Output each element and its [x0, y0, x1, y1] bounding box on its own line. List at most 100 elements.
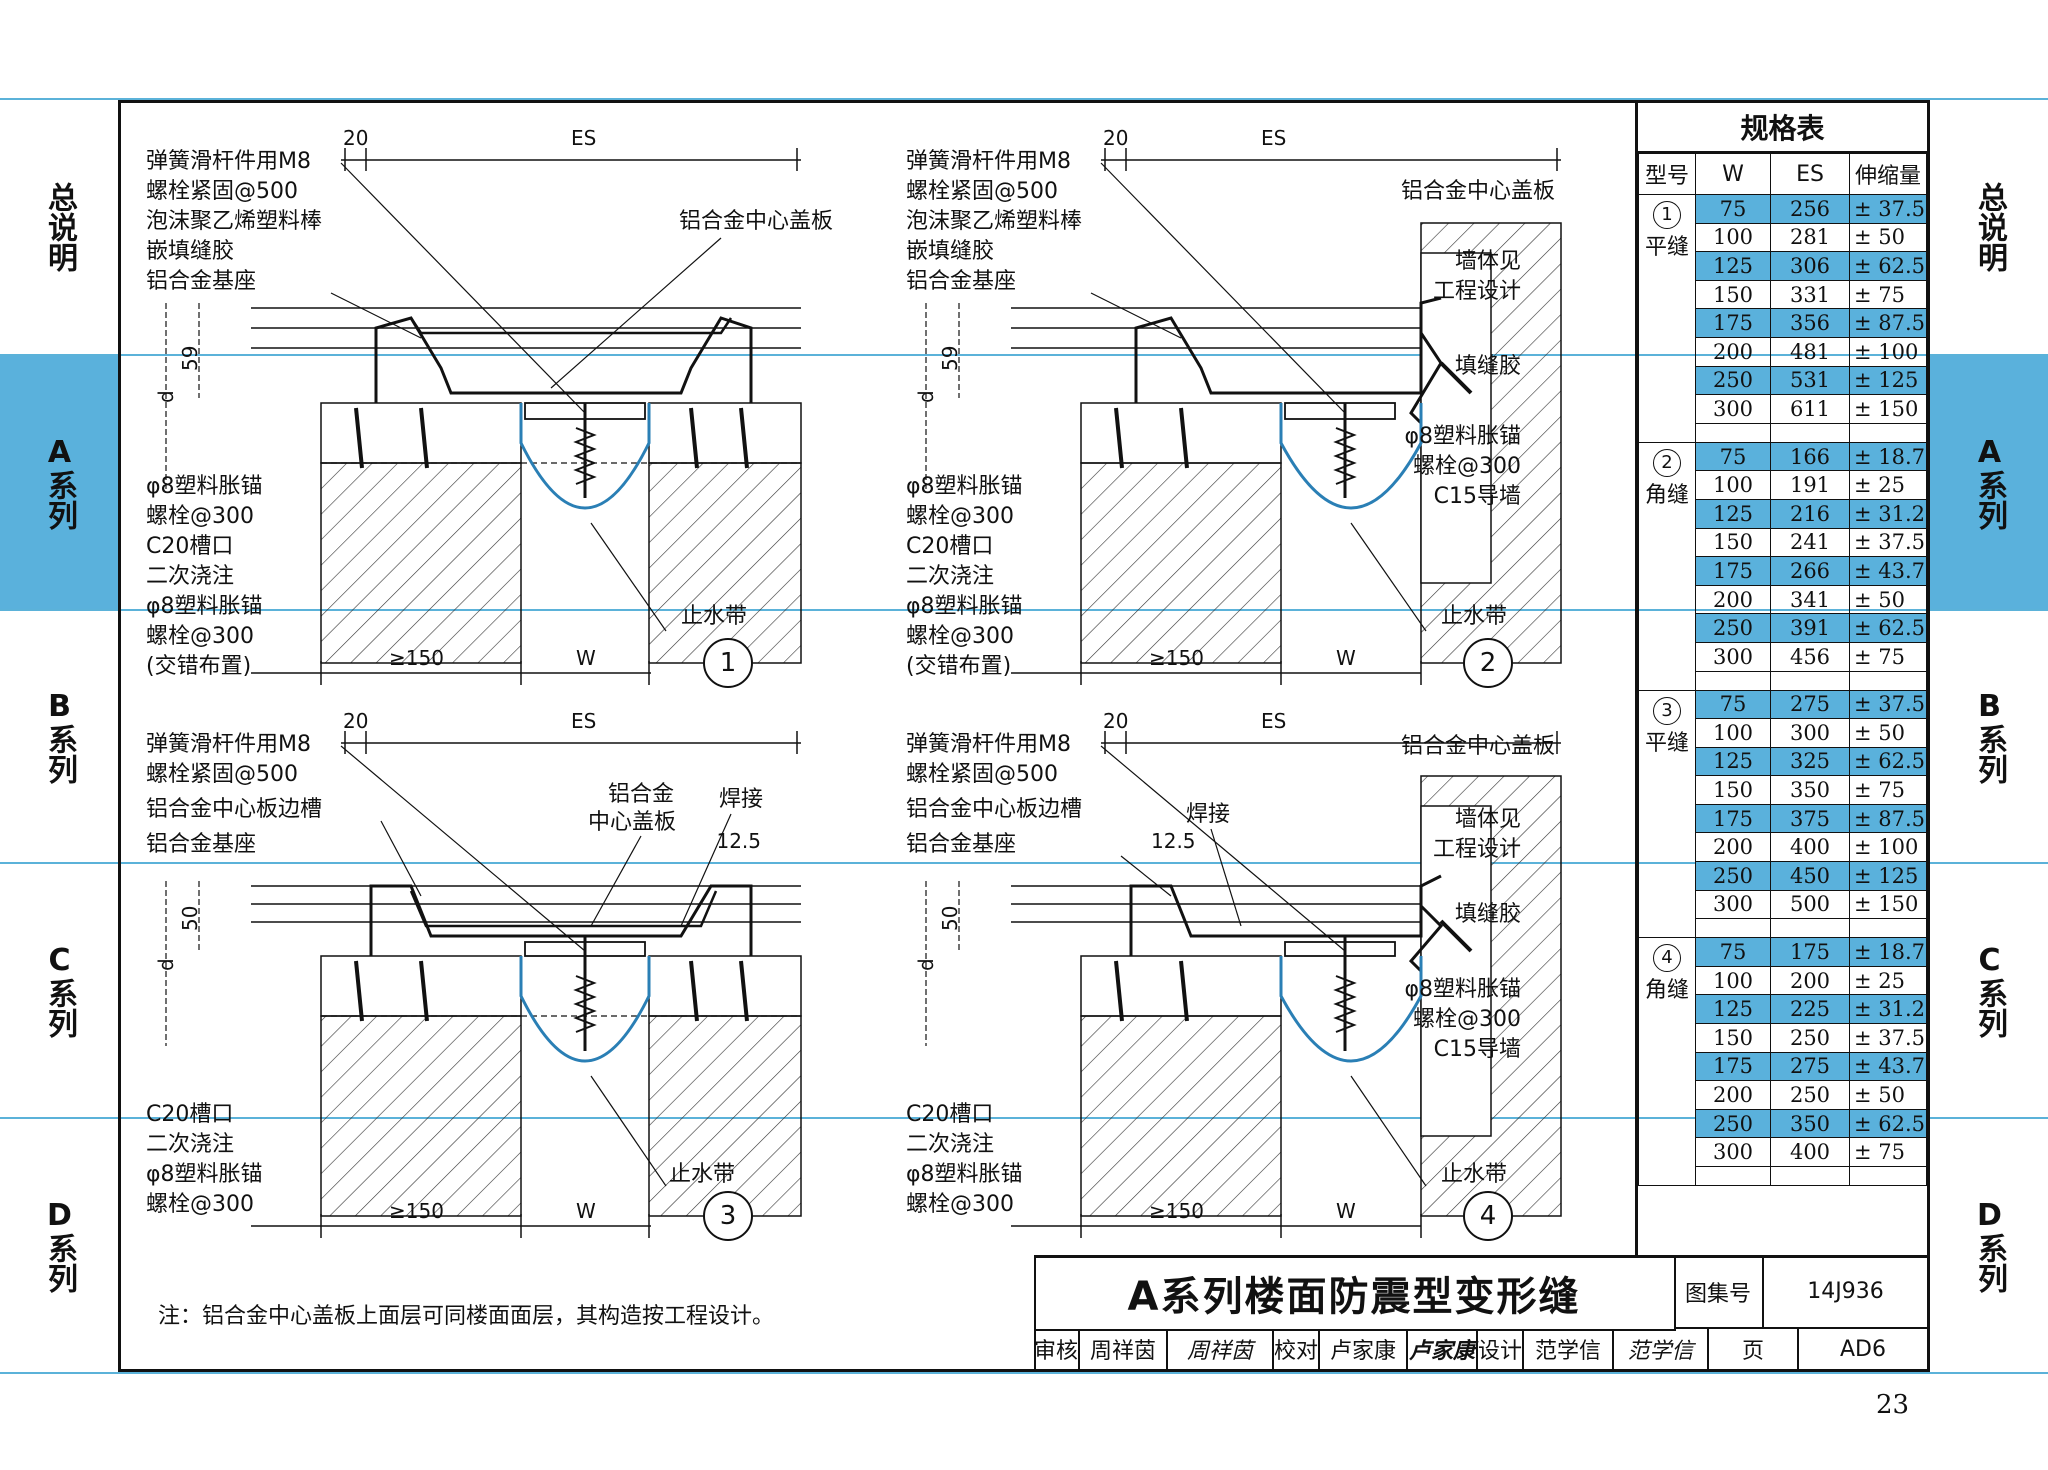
cell-w: 250: [1695, 861, 1771, 891]
table-spacer-row: [1639, 670, 1927, 691]
cell-es: 400: [1770, 832, 1850, 863]
label-anchor: φ8塑料胀锚: [146, 1162, 263, 1187]
label-c15-wall: C15导墙: [1434, 484, 1521, 509]
cell-es: 191: [1770, 470, 1850, 500]
tab-b-series[interactable]: B系列: [0, 611, 118, 862]
cell-stretch: ± 62.5: [1849, 1108, 1927, 1139]
detail-number: 4: [1480, 1201, 1497, 1231]
label-bolt: 螺栓@300: [906, 504, 1014, 529]
type-label: 角缝: [1644, 482, 1689, 508]
cell-es: 216: [1770, 498, 1850, 529]
footnote: 注：铝合金中心盖板上面层可同楼面面层，其构造按工程设计。: [158, 1304, 775, 1329]
dim-150: ≥150: [1149, 646, 1204, 670]
detail-2: 20 ES d 59 ≥150 W 弹簧滑杆件用M8 螺栓紧固@500 泡沫聚乙…: [906, 126, 1562, 688]
cell-w: 250: [1695, 365, 1771, 396]
cell-stretch: ± 50: [1849, 718, 1927, 748]
cell-stretch: ± 75: [1849, 279, 1927, 310]
dim-d: d: [154, 958, 178, 971]
cell-es: 611: [1770, 394, 1850, 424]
label-staggered: (交错布置): [906, 654, 1011, 679]
cell-es: 375: [1770, 803, 1850, 834]
cell-es: 325: [1770, 746, 1850, 777]
tab-label: C系列: [1972, 943, 2007, 1038]
page-number: 23: [1876, 1390, 1910, 1420]
label-bolt-2: 螺栓@300: [146, 624, 254, 649]
label-anchor: φ8塑料胀锚: [146, 474, 263, 499]
label-sealant: 嵌填缝胶: [146, 239, 234, 264]
cell-stretch: ± 62.5: [1849, 613, 1927, 643]
label-bolt: 螺栓@300: [906, 1192, 1014, 1217]
cell-stretch: ± 31.2: [1849, 498, 1927, 529]
detail-number: 3: [720, 1201, 737, 1231]
cell-w: 125: [1695, 498, 1771, 529]
cell-w: 200: [1695, 1080, 1771, 1110]
cell-w: 175: [1695, 308, 1771, 338]
tab-a-series[interactable]: A系列: [0, 356, 118, 609]
cell-es: 456: [1770, 641, 1850, 672]
label-bolt: 螺栓@300: [146, 1192, 254, 1217]
tab-d-series[interactable]: D系列: [0, 1119, 118, 1372]
tab-a-series[interactable]: A系列: [1930, 356, 2048, 609]
tab-general[interactable]: 总说明: [1930, 100, 2048, 354]
cell-w: 100: [1695, 965, 1771, 996]
label-c20: C20槽口: [146, 534, 233, 559]
cell-es: 331: [1770, 279, 1850, 310]
cell-es: 250: [1770, 1080, 1850, 1110]
cell-w: 300: [1695, 394, 1771, 424]
tab-c-series[interactable]: C系列: [1930, 864, 2048, 1117]
dim-d: d: [914, 390, 938, 403]
label-anchor-right: φ8塑料胀锚: [1404, 977, 1521, 1002]
cell-stretch: ± 75: [1849, 1137, 1927, 1167]
label-wall: 墙体见: [1455, 249, 1521, 274]
cell-stretch: ± 100: [1849, 832, 1927, 863]
label-anchor: φ8塑料胀锚: [906, 474, 1023, 499]
cell-w: 125: [1695, 994, 1771, 1025]
cell-w: 125: [1695, 251, 1771, 281]
spec-table-title: 规格表: [1638, 103, 1927, 153]
label-filler: 填缝胶: [1455, 902, 1521, 927]
dim-w: W: [576, 1199, 596, 1223]
label-wall-design: 工程设计: [1433, 279, 1521, 304]
page-divider-line: [0, 98, 2048, 100]
cell-es: 481: [1770, 336, 1850, 367]
label-base: 铝合金基座: [906, 832, 1016, 857]
label-base: 铝合金基座: [146, 832, 256, 857]
cell-w: 150: [1695, 527, 1771, 558]
label-bolt-right: 螺栓@300: [1413, 1007, 1521, 1032]
cell-w: 300: [1695, 641, 1771, 672]
cell-stretch: ± 37.5: [1849, 1023, 1927, 1053]
label-edge-groove: 铝合金中心板边槽: [146, 797, 322, 822]
cell-es: 250: [1770, 1023, 1850, 1053]
header-w: W: [1695, 153, 1771, 195]
table-header-row: 型号 W ES 伸缩量: [1638, 153, 1927, 195]
tab-d-series[interactable]: D系列: [1930, 1119, 2048, 1372]
label-waterstop: 止水带: [669, 1162, 735, 1187]
label-bolt: 螺栓@300: [146, 504, 254, 529]
detail-number: 1: [720, 648, 737, 678]
tab-general[interactable]: 总说明: [0, 100, 118, 354]
cell-w: 250: [1695, 1108, 1771, 1139]
label-second-pour: 二次浇注: [906, 1132, 994, 1157]
dim-59: 59: [938, 346, 962, 371]
dim-50: 50: [938, 906, 962, 931]
tab-b-series[interactable]: B系列: [1930, 611, 2048, 862]
label-staggered: (交错布置): [146, 654, 251, 679]
tab-c-series[interactable]: C系列: [0, 864, 118, 1117]
drawing-frame: [118, 100, 1930, 1372]
cell-w: 300: [1695, 1137, 1771, 1167]
cell-stretch: ± 18.7: [1849, 441, 1927, 472]
cell-es: 266: [1770, 556, 1850, 586]
cell-w: 75: [1695, 194, 1771, 224]
